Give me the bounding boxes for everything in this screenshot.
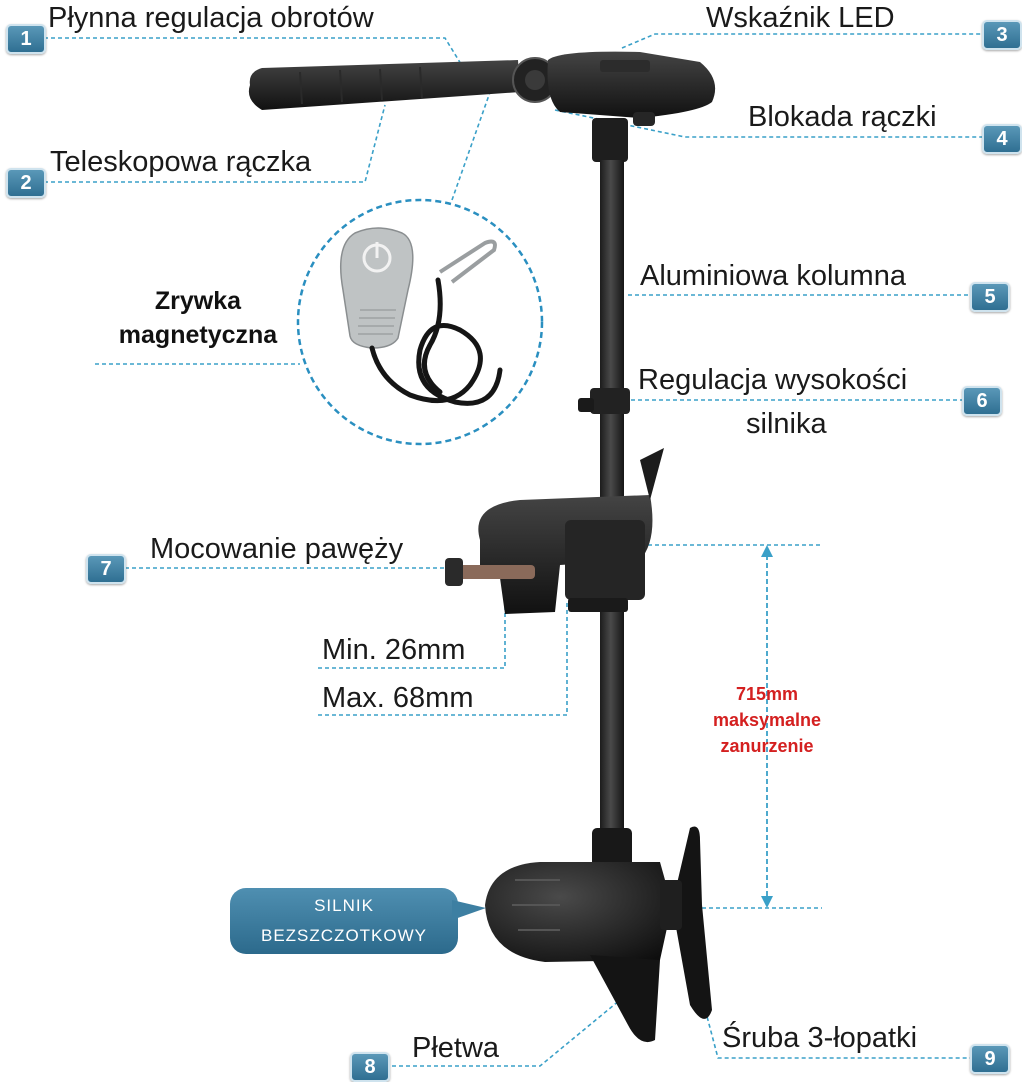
callout-2-badge: 2 (6, 168, 46, 198)
clamp-min-label: Min. 26mm (322, 634, 466, 666)
bubble-line2: BEZSZCZOTKOWY (261, 926, 427, 945)
led-indicator (600, 60, 650, 72)
depth-line2: maksymalne (712, 710, 822, 731)
callout-6-badge: 6 (962, 386, 1002, 416)
depth-value: 715mm (735, 684, 799, 704)
callout-2-label: Teleskopowa rączka (50, 146, 312, 178)
motor-pod (485, 862, 672, 962)
callout-6-label-line2: silnika (746, 408, 827, 440)
leader-2 (44, 104, 386, 183)
callout-6-label: Regulacja wysokości (638, 364, 908, 396)
callout-1-badge: 1 (6, 24, 46, 54)
depth-annotation: 715mm maksymalne zanurzenie (690, 681, 844, 759)
callout-7-label: Mocowanie pawęży (150, 533, 404, 565)
callout-8-label: Płetwa (412, 1032, 500, 1064)
lanyard-cord (369, 277, 503, 406)
callout-5-badge: 5 (970, 282, 1010, 312)
callout-7-badge: 7 (86, 554, 126, 584)
kill-switch-label: Zrywka magnetyczna (98, 285, 298, 353)
kill-switch-inset (296, 198, 544, 446)
motor-head (547, 51, 716, 118)
brushless-motor-bubble: SILNIK BEZSZCZOTKOWY (230, 888, 458, 954)
kill-switch-label-line1: Zrywka (154, 287, 242, 315)
leader-key (451, 77, 496, 201)
propeller (672, 826, 712, 1019)
callout-8-badge: 8 (350, 1052, 390, 1082)
callout-9-badge: 9 (970, 1044, 1010, 1074)
leader-8 (385, 999, 621, 1067)
bubble-line1: SILNIK (314, 896, 374, 915)
height-collar (590, 388, 630, 414)
clamp-screw (455, 565, 535, 579)
callout-4-label: Blokada rączki (748, 101, 937, 133)
depth-arrow (761, 545, 773, 908)
tiller-handle (248, 60, 520, 110)
callout-5-label: Aluminiowa kolumna (640, 260, 906, 292)
kill-switch-label-line2: magnetyczna (118, 320, 278, 349)
leader-max (318, 600, 568, 716)
callout-3-label: Wskaźnik LED (706, 2, 895, 34)
fin (590, 955, 660, 1043)
trolling-motor (248, 51, 716, 1043)
clamp-max-label: Max. 68mm (322, 682, 474, 714)
leader-3 (621, 33, 984, 49)
callout-1-label: Płynna regulacja obrotów (48, 2, 374, 34)
callout-3-badge: 3 (982, 20, 1022, 50)
callout-9-label: Śruba 3-łopatki (722, 1022, 918, 1054)
handle-lock (633, 112, 655, 126)
carabiner-icon (438, 239, 497, 284)
depth-line3: zanurzenie (720, 736, 814, 757)
bubble-pointer (452, 900, 486, 920)
callout-4-badge: 4 (982, 124, 1022, 154)
